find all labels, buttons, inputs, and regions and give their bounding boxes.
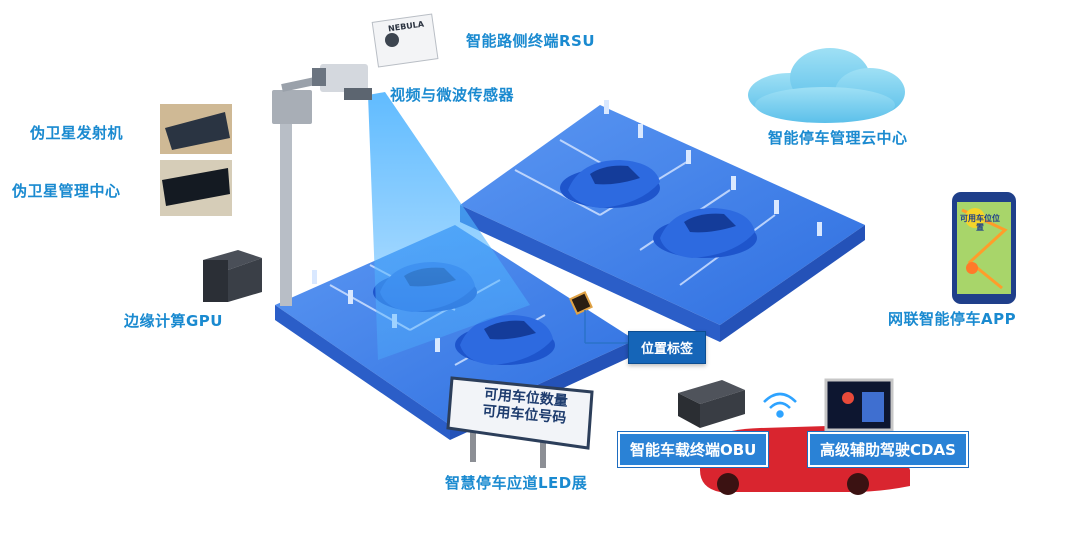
car-upper-1 — [560, 160, 660, 208]
edge-gpu-device — [203, 250, 262, 302]
camera-sensor — [312, 64, 372, 100]
parking-platform-upper — [460, 100, 865, 342]
cdas-screen-device — [824, 378, 894, 432]
rsu-device — [371, 13, 439, 68]
obu-device — [678, 380, 745, 428]
wifi-icon — [763, 392, 797, 418]
pseudo-satellite-mgmt-device — [160, 160, 232, 216]
sensor-label: 视频与微波传感器 — [390, 86, 515, 104]
car-lower-2 — [455, 315, 555, 365]
cloud-center-label: 智能停车管理云中心 — [768, 129, 908, 147]
cloud-icon — [748, 48, 905, 123]
lamp-pole — [272, 71, 342, 306]
led-screen-label: 智慧停车应道LED展 — [445, 474, 588, 492]
car-upper-2 — [653, 208, 757, 258]
led-sign — [446, 376, 594, 468]
sensor-beam — [368, 92, 530, 360]
phone-app-icon — [952, 192, 1016, 304]
obu-label: 智能车载终端OBU — [618, 432, 769, 467]
pseudo-satellite-mgmt-label: 伪卫星管理中心 — [12, 182, 121, 200]
position-tag-device — [569, 291, 628, 344]
cdas-label: 高级辅助驾驶CDAS — [808, 432, 968, 467]
rsu-label: 智能路侧终端RSU — [466, 32, 596, 50]
pseudo-satellite-transmitter-label: 伪卫星发射机 — [30, 124, 124, 142]
pseudo-satellite-transmitter-device — [160, 104, 232, 154]
edge-gpu-label: 边缘计算GPU — [124, 312, 223, 330]
position-tag-label: 位置标签 — [628, 331, 707, 364]
app-screen-text: 可用车位位置 — [960, 214, 1000, 232]
app-label: 网联智能停车APP — [888, 310, 1017, 328]
